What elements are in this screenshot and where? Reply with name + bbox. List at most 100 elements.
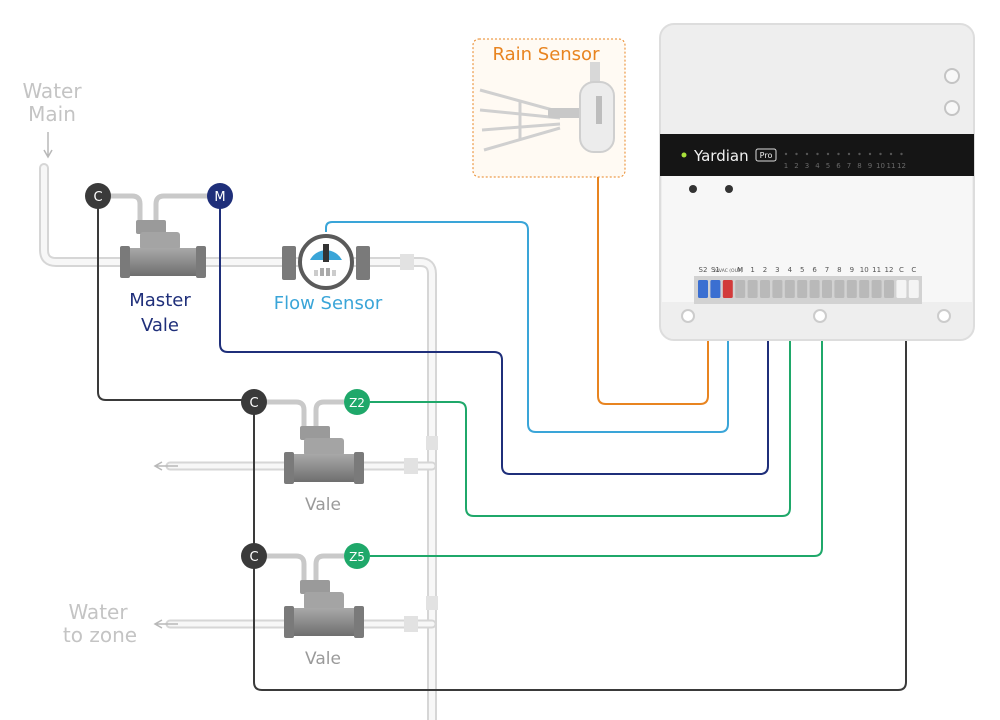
zone-led-icon — [879, 152, 882, 156]
rain-sensor-wire — [597, 150, 709, 405]
rain-sensor-label: Rain Sensor — [493, 44, 601, 65]
zone-led-icon — [858, 152, 861, 156]
wires — [97, 150, 907, 691]
badge-c-master: C — [85, 183, 111, 209]
zone-number-label: 3 — [805, 162, 809, 170]
terminal-label: 6 — [812, 266, 817, 274]
zone-number-label: 6 — [836, 162, 841, 170]
badge-label: C — [93, 190, 102, 205]
terminal-screw — [871, 280, 882, 298]
terminal-screw — [846, 280, 857, 298]
terminal-screw — [859, 280, 870, 298]
badge-m-master: M — [207, 183, 233, 209]
terminal-label: 2 — [763, 266, 767, 274]
terminal-label: 4 — [788, 266, 793, 274]
rain-sensor — [472, 38, 626, 178]
badge-c-zone5: C — [241, 543, 267, 569]
zone-number-label: 12 — [897, 162, 906, 170]
zone-number-label: 8 — [857, 162, 861, 170]
zone-number-label: 9 — [868, 162, 872, 170]
master-valve — [98, 193, 220, 278]
terminal-label: C — [911, 266, 916, 274]
badge-label: M — [214, 190, 225, 205]
badge-label: Z2 — [349, 396, 365, 410]
terminal-screw — [747, 280, 758, 298]
terminal-screw — [809, 280, 820, 298]
zone-led-icon — [795, 152, 798, 156]
terminal-screw — [797, 280, 808, 298]
zone-number-label: 2 — [794, 162, 798, 170]
master-valve-label-line2: Vale — [141, 315, 179, 336]
terminal-screw — [760, 280, 770, 298]
terminal-screw — [896, 280, 907, 298]
zone-number-label: 10 — [876, 162, 885, 170]
badge-label: C — [249, 396, 258, 411]
zone-led-icon — [847, 152, 851, 156]
flow-arrows — [43, 132, 178, 629]
zone-number-label: 5 — [826, 162, 830, 170]
zone2-wire — [370, 296, 791, 517]
zone-led-icon — [837, 152, 840, 156]
terminal-label: S2 — [699, 266, 708, 274]
controller-model: Pro — [760, 151, 773, 160]
terminal-label: S1 — [711, 266, 720, 274]
zone-led-icon — [816, 152, 819, 156]
common-wire — [97, 196, 907, 691]
zone-number-label: 7 — [847, 162, 851, 170]
zone-led-icon — [784, 152, 788, 156]
badge-z2: Z2 — [344, 389, 370, 415]
terminal-label: C — [899, 266, 904, 274]
badge-label: C — [249, 550, 258, 565]
terminal-label: 10 — [860, 266, 869, 274]
master-wire — [219, 196, 769, 475]
arrow-left-icon — [153, 461, 178, 471]
zone2-valve — [254, 399, 364, 484]
terminal-label: 9 — [850, 266, 854, 274]
zone-number-label: 4 — [815, 162, 820, 170]
terminal-label: M — [737, 266, 743, 274]
terminal-screw — [822, 280, 832, 298]
zone-number-label: 11 — [887, 162, 896, 170]
controller-brand: Yardian — [693, 147, 749, 165]
terminal-label: 1 — [750, 266, 754, 274]
zone-led-icon — [889, 152, 893, 156]
zone2-valve-label: Vale — [305, 495, 341, 515]
terminal-screw — [710, 280, 721, 298]
zone-number-label: 1 — [784, 162, 788, 170]
terminal-screw — [884, 280, 894, 298]
terminal-label: 11 — [872, 266, 881, 274]
terminal-label: 12 — [885, 266, 894, 274]
zone-led-icon — [900, 152, 903, 156]
zone5-wire — [370, 296, 823, 557]
terminal-screw — [698, 280, 708, 298]
terminal-screw — [772, 280, 783, 298]
arrow-down-icon — [43, 132, 53, 159]
terminal-label: 8 — [837, 266, 841, 274]
water-main-label-line2: Main — [28, 102, 76, 126]
terminal-label: 5 — [800, 266, 804, 274]
badge-z5: Z5 — [344, 543, 370, 569]
flow-sensor-label: Flow Sensor — [274, 293, 383, 314]
zone5-valve — [254, 553, 364, 638]
water-to-zone-label-line1: Water — [68, 600, 128, 624]
screw-icon — [944, 100, 960, 116]
arrow-left-icon — [153, 619, 178, 629]
terminal-screw — [735, 280, 746, 298]
terminal-label: 3 — [775, 266, 779, 274]
zone5-valve-label: Vale — [305, 649, 341, 669]
screw-icon — [944, 68, 960, 84]
flow-sensor-wire — [325, 221, 729, 433]
badge-c-zone2: C — [241, 389, 267, 415]
water-main-label-line1: Water — [22, 79, 82, 103]
terminal-screw — [784, 280, 795, 298]
water-to-zone-label-line2: to zone — [63, 623, 137, 647]
terminal-screw — [908, 280, 919, 298]
zone-led-icon — [826, 152, 830, 156]
terminal-screw — [722, 280, 733, 298]
master-valve-label-line1: Master — [129, 290, 191, 311]
terminal-label: 7 — [825, 266, 829, 274]
terminal-label: 24VAC (OUT) — [713, 268, 742, 274]
